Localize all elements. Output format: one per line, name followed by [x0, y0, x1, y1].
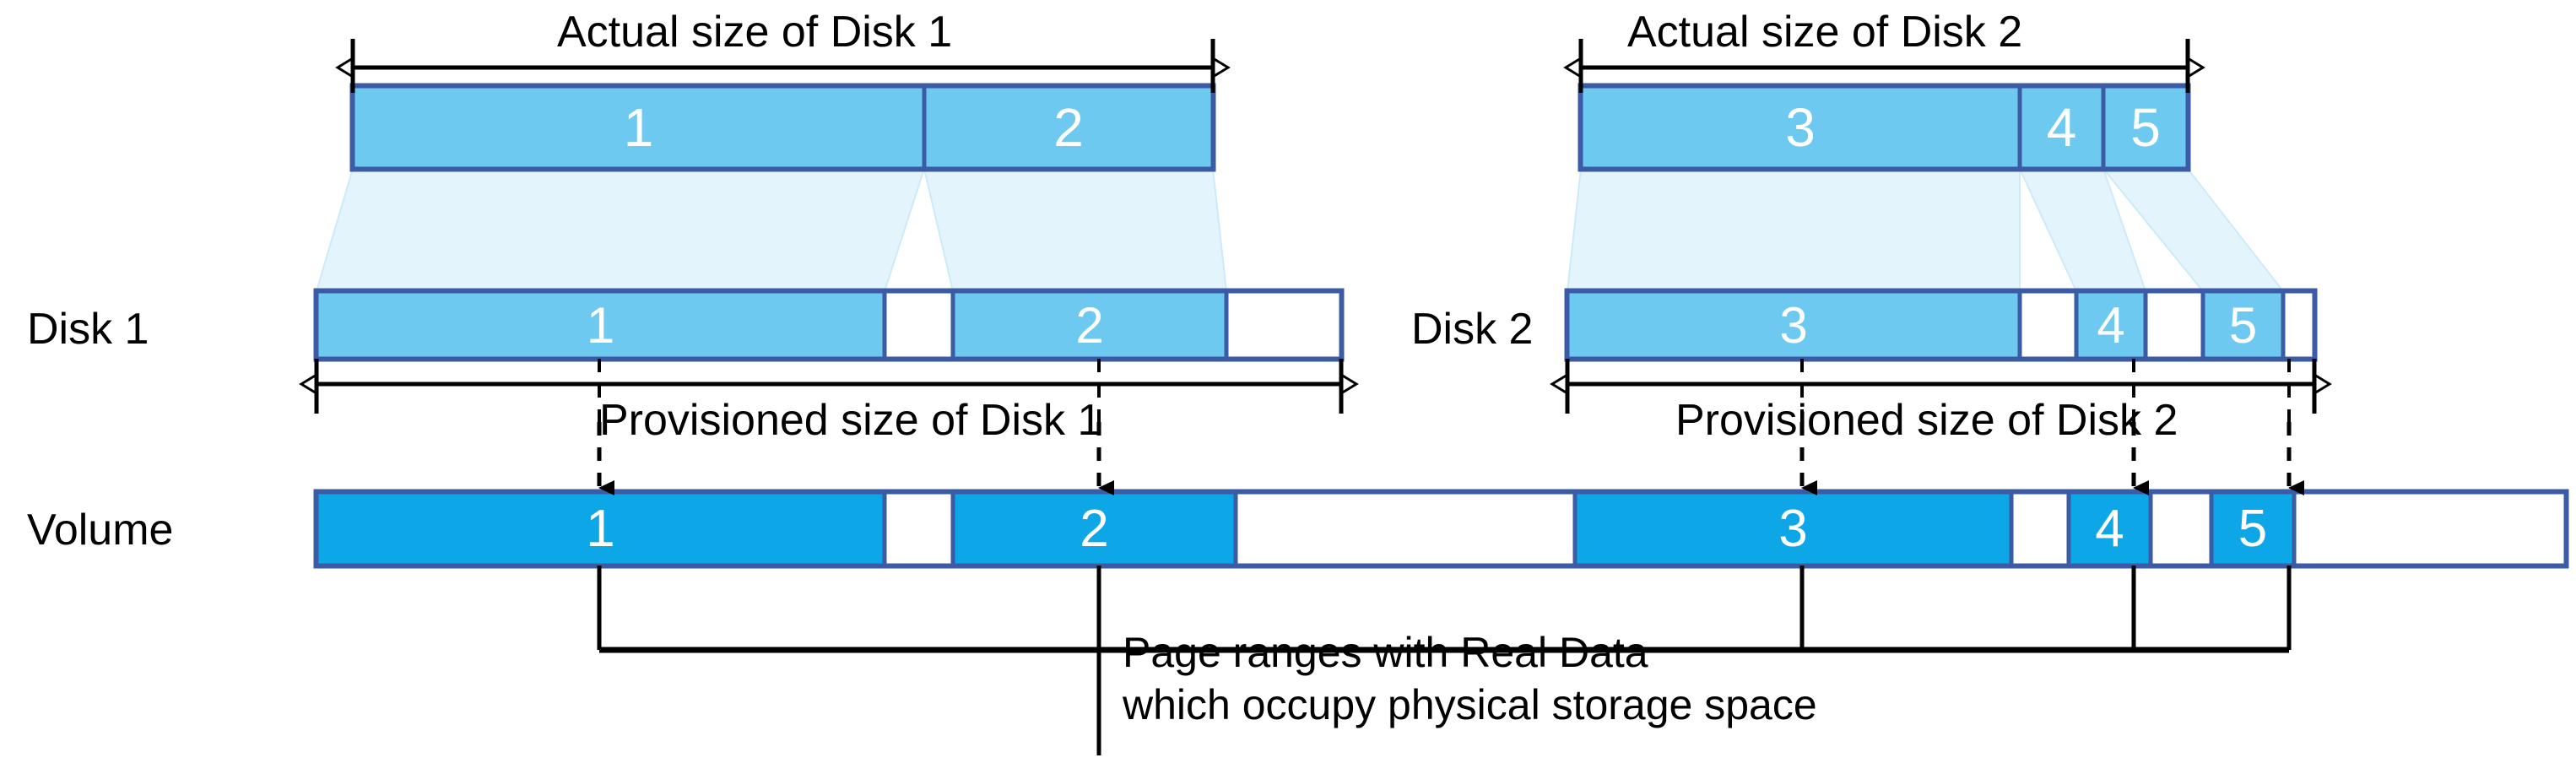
dimension-label-provisioned-disk1: Provisioned size of Disk 1 [599, 396, 1102, 445]
dimension-label-actual-disk1: Actual size of Disk 1 [557, 8, 953, 57]
row-label-volume: Volume [27, 506, 174, 555]
volume-bar-segment-5 [2209, 490, 2297, 568]
page-pointer-arrows [597, 359, 2304, 495]
row-label-disk1: Disk 1 [27, 305, 149, 354]
storage-bars [313, 83, 2569, 569]
projection-bands [315, 168, 2286, 292]
row-label-disk2: Disk 2 [1411, 305, 1534, 354]
volume-bar-segment-4 [2066, 490, 2153, 568]
disk1-row-bar-segment-2 [950, 289, 1229, 361]
volume-bar-segment-empty-9 [2292, 490, 2568, 568]
dimension-arrows [299, 39, 2332, 414]
dimension-label-actual-disk2: Actual size of Disk 2 [1627, 8, 2023, 57]
disk1-projection-1 [315, 168, 926, 292]
dimension-label-provisioned-disk2: Provisioned size of Disk 2 [1675, 396, 2178, 445]
volume-bar-segment-empty-5 [2009, 490, 2071, 568]
real-data-note: Page ranges with Real Data which occupy … [1123, 626, 1817, 731]
disk1-projection-2 [923, 168, 1228, 292]
disk2-row-bar-segment-empty-5 [2281, 289, 2317, 361]
real-data-note-line2: which occupy physical storage space [1123, 681, 1817, 728]
volume-bar-segment-empty-3 [1233, 490, 1578, 568]
actual-disk2-bar-segment-4 [2017, 84, 2106, 171]
actual-disk1-bar-segment-2 [922, 84, 1215, 171]
volume-bar-segment-empty-7 [2148, 490, 2214, 568]
volume-bar-segment-2 [950, 490, 1238, 568]
disk2-row-bar-segment-4 [2074, 289, 2148, 361]
disk2-row-bar-segment-empty-3 [2143, 289, 2205, 361]
actual-disk2-bar-segment-5 [2101, 84, 2190, 171]
disk2-row-bar-segment-empty-1 [2017, 289, 2079, 361]
actual-disk1-bar-segment-1 [350, 84, 927, 171]
disk1-row-bar-segment-1 [314, 289, 887, 361]
disk2-row-bar-segment-3 [1565, 289, 2022, 361]
volume-bar-segment-1 [314, 490, 887, 568]
disk2-row-bar-segment-5 [2200, 289, 2286, 361]
real-data-bracket [597, 566, 2292, 755]
volume-bar-segment-3 [1572, 490, 2014, 568]
real-data-note-line1: Page ranges with Real Data [1123, 629, 1648, 676]
disk2-projection-1 [1566, 168, 2021, 292]
actual-disk2-bar-segment-3 [1578, 84, 2022, 171]
disk1-row-bar-segment-empty-3 [1224, 289, 1344, 361]
volume-bar-segment-empty-1 [882, 490, 955, 568]
disk1-row-bar-segment-empty-1 [882, 289, 955, 361]
